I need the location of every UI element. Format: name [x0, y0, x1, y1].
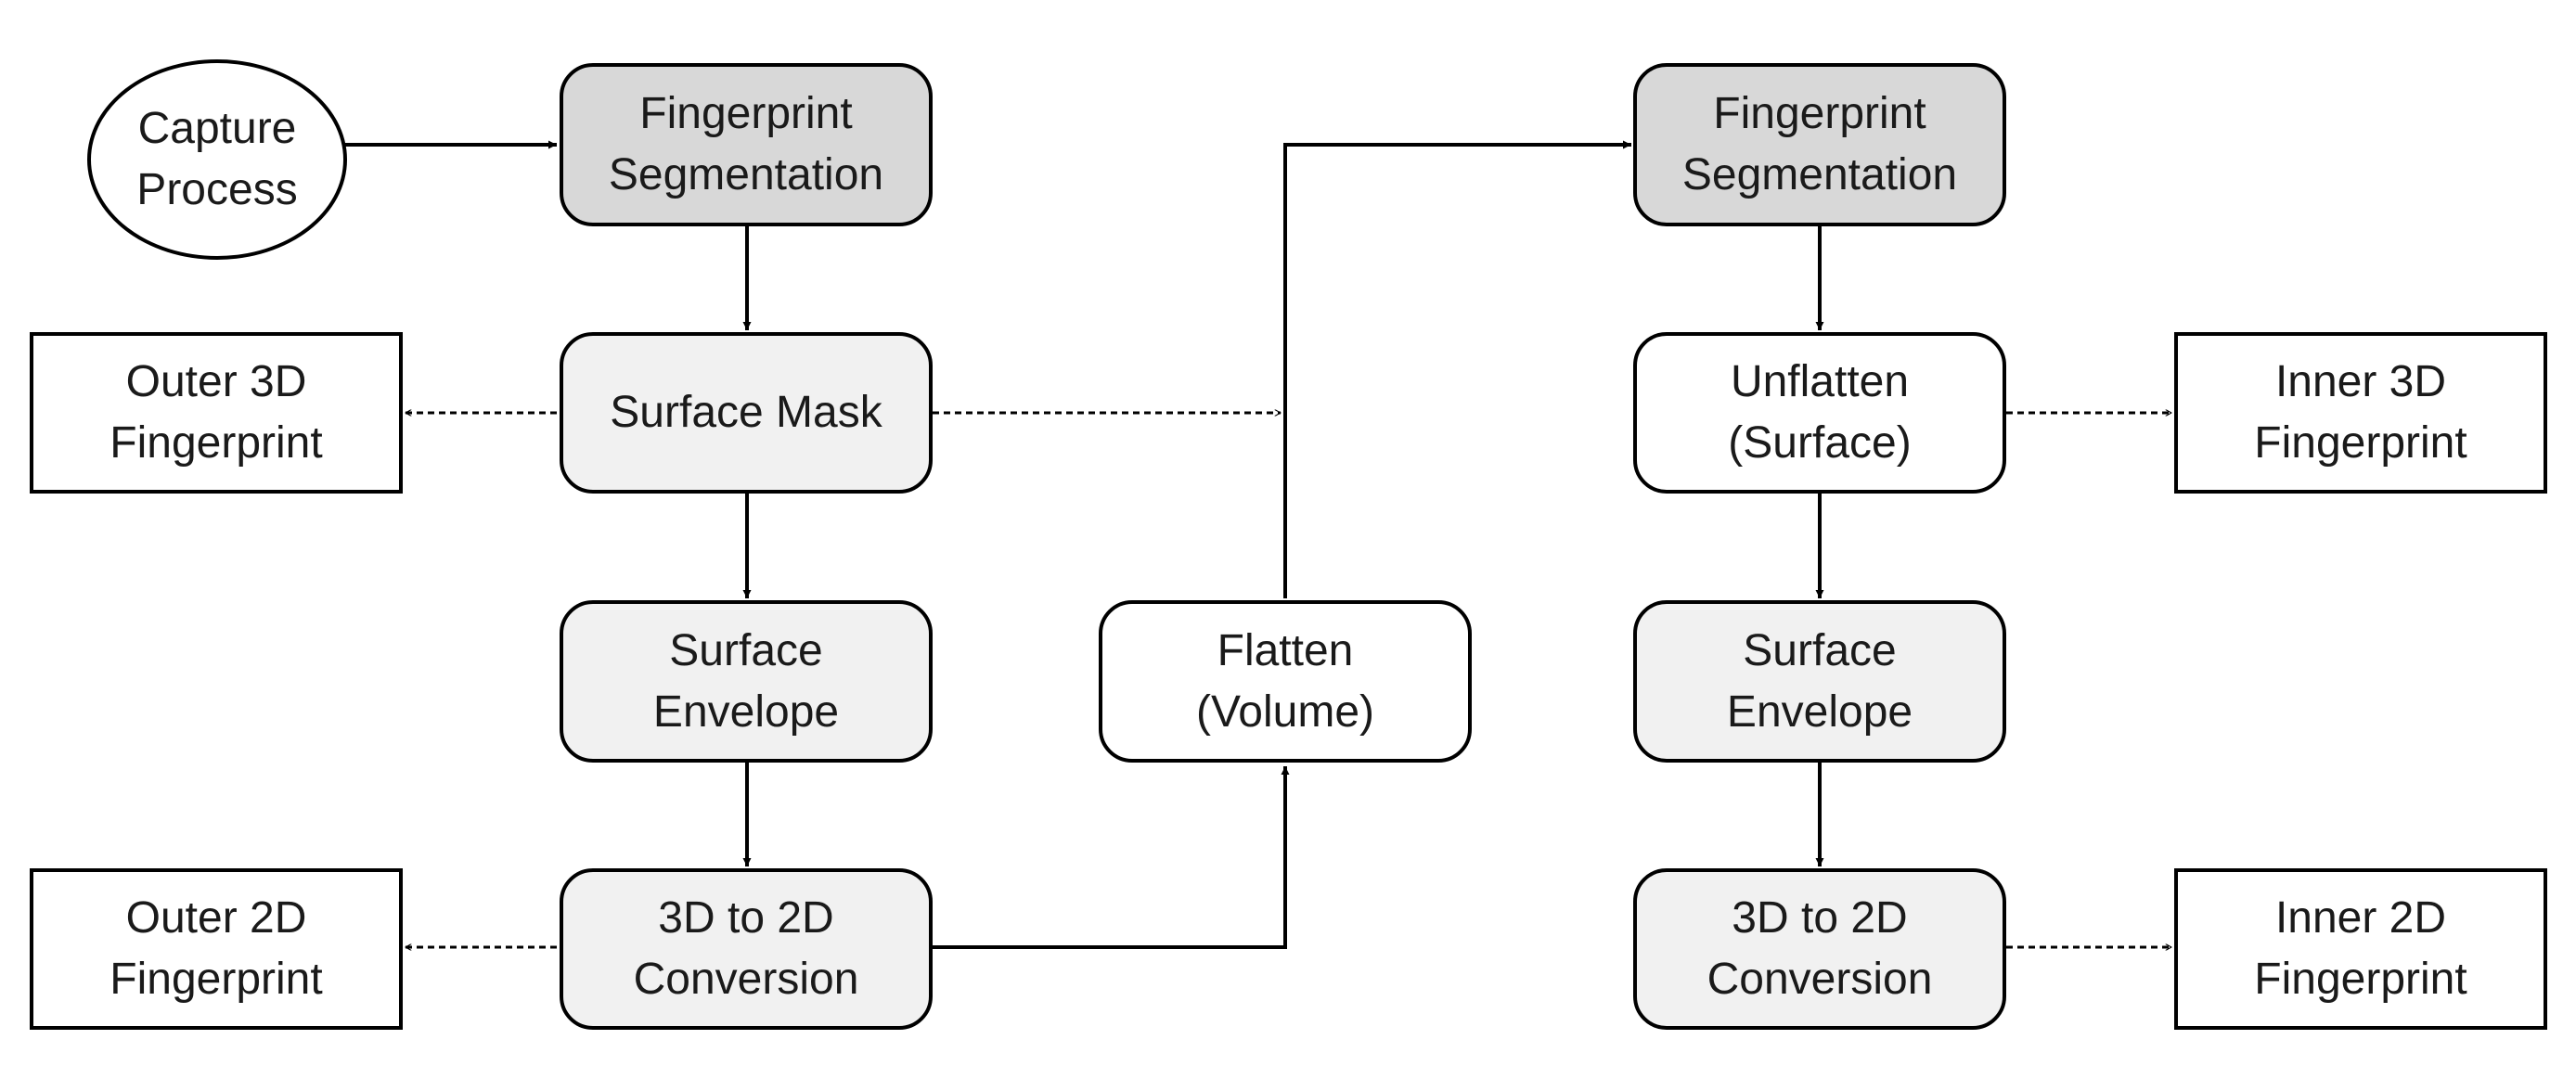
inner3d-line1: Inner 3D: [2274, 357, 2447, 406]
segmentation-right-line2: Segmentation: [1681, 150, 1958, 199]
surface-envelope-node-left: Surface Envelope: [560, 600, 933, 763]
envelope-left-line2: Envelope: [652, 686, 840, 737]
flatten-line2: (Volume): [1195, 686, 1375, 737]
conversion-node-right: 3D to 2D Conversion: [1633, 868, 2006, 1030]
segmentation-right-line1: Fingerprint: [1713, 89, 1926, 138]
inner2d-line2: Fingerprint: [2254, 955, 2467, 1004]
conversion-left-line1: 3D to 2D: [658, 893, 834, 943]
fingerprint-segmentation-node-right: Fingerprint Segmentation: [1633, 63, 2006, 226]
conversion-left-line2: Conversion: [633, 955, 859, 1004]
conversion-right-line1: 3D to 2D: [1732, 893, 1908, 943]
capture-process-label-line2: Process: [136, 165, 298, 214]
inner2d-line1: Inner 2D: [2274, 893, 2447, 943]
outer3d-line2: Fingerprint: [109, 418, 323, 468]
inner-2d-fingerprint-node: Inner 2D Fingerprint: [2174, 868, 2547, 1030]
segmentation-left-line1: Fingerprint: [639, 89, 853, 138]
conversion-node-left: 3D to 2D Conversion: [560, 868, 933, 1030]
outer3d-line1: Outer 3D: [125, 357, 307, 406]
inner-3d-fingerprint-node: Inner 3D Fingerprint: [2174, 332, 2547, 494]
flatten-line1: Flatten: [1217, 625, 1354, 675]
envelope-left-line1: Surface: [669, 625, 823, 675]
edge-flatten-to-segmentation: [1283, 140, 1631, 598]
segmentation-left-line2: Segmentation: [608, 150, 884, 199]
conversion-right-line2: Conversion: [1707, 955, 1933, 1004]
surface-mask-node: Surface Mask: [560, 332, 933, 494]
edge-conversion-to-flatten: [933, 766, 1290, 949]
outer-2d-fingerprint-node: Outer 2D Fingerprint: [30, 868, 403, 1030]
envelope-right-line2: Envelope: [1726, 686, 1913, 737]
capture-process-node: Capture Process: [87, 59, 347, 260]
flatten-volume-node: Flatten (Volume): [1099, 600, 1472, 763]
envelope-right-line1: Surface: [1743, 625, 1897, 675]
unflatten-line1: Unflatten: [1730, 357, 1910, 406]
surface-mask-label: Surface Mask: [610, 388, 882, 437]
unflatten-line2: (Surface): [1728, 418, 1912, 468]
capture-process-label-line1: Capture: [137, 104, 297, 153]
outer2d-line2: Fingerprint: [109, 955, 323, 1004]
unflatten-surface-node: Unflatten (Surface): [1633, 332, 2006, 494]
surface-envelope-node-right: Surface Envelope: [1633, 600, 2006, 763]
outer-3d-fingerprint-node: Outer 3D Fingerprint: [30, 332, 403, 494]
fingerprint-segmentation-node-left: Fingerprint Segmentation: [560, 63, 933, 226]
outer2d-line1: Outer 2D: [125, 893, 307, 943]
inner3d-line2: Fingerprint: [2254, 418, 2467, 468]
